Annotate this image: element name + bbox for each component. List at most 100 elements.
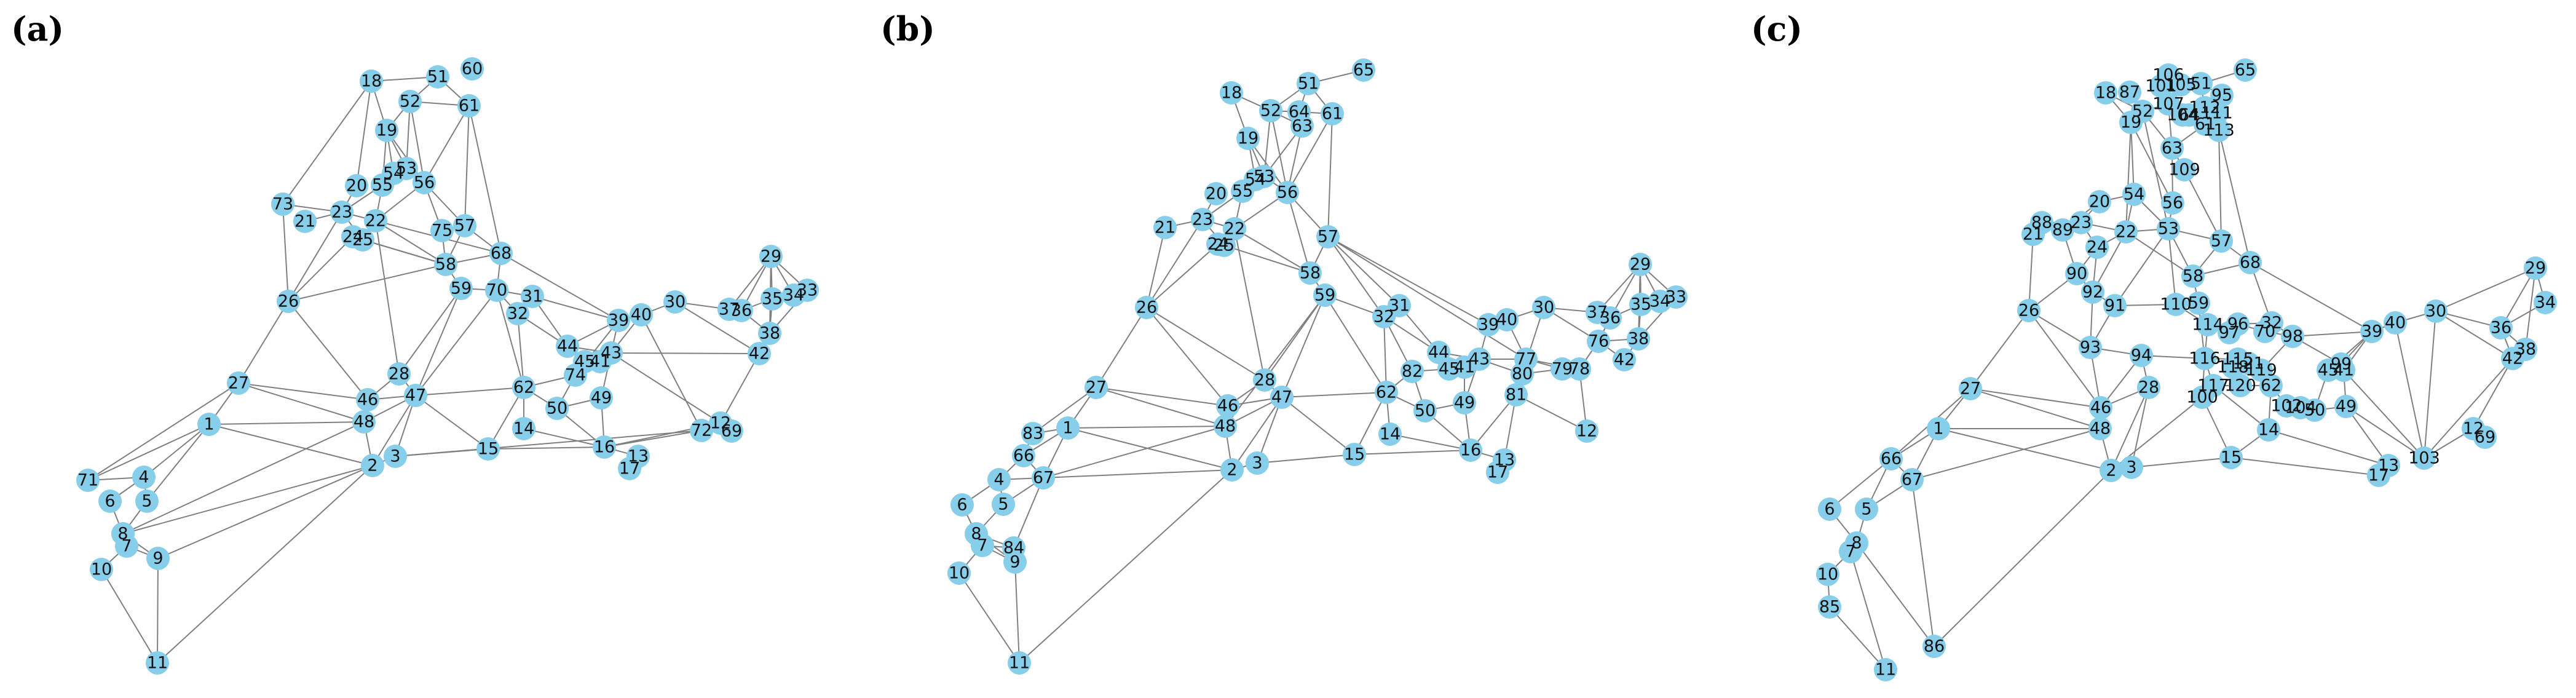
- node-label: 71: [77, 471, 98, 490]
- edge: [1383, 316, 1387, 393]
- node-label: 39: [608, 311, 629, 330]
- node-label: 45: [574, 352, 595, 371]
- node: [1378, 422, 1402, 446]
- edge: [641, 314, 702, 431]
- edge: [1281, 392, 1387, 398]
- node: [1321, 102, 1344, 125]
- edge: [1043, 426, 1226, 478]
- node: [1008, 651, 1031, 675]
- node-label: 36: [2491, 319, 2511, 338]
- node: [2173, 158, 2196, 181]
- node: [76, 469, 100, 492]
- node: [512, 417, 535, 440]
- node-label: 25: [352, 231, 373, 250]
- node: [1459, 438, 1482, 462]
- node-label: 39: [1478, 315, 1499, 335]
- node-label: 47: [1271, 388, 1292, 407]
- node: [1259, 99, 1282, 122]
- node-label: 61: [1322, 105, 1343, 124]
- node: [1401, 360, 1424, 383]
- node-label: 84: [1003, 539, 1024, 558]
- node: [593, 435, 616, 459]
- node-label: 32: [1373, 307, 1394, 327]
- edge: [720, 353, 760, 424]
- node: [460, 57, 484, 81]
- node-label: 34: [2535, 293, 2556, 312]
- node: [2114, 220, 2138, 244]
- node-label: 69: [2475, 428, 2495, 447]
- node-label: 55: [372, 176, 393, 195]
- node-label: 41: [2333, 361, 2354, 380]
- node-label: 51: [2191, 74, 2211, 93]
- edge: [1032, 387, 1097, 434]
- node-label: 6: [957, 496, 967, 515]
- node-label: 75: [432, 221, 452, 240]
- node: [1021, 422, 1045, 445]
- node: [2161, 191, 2184, 215]
- node-label: 58: [2183, 267, 2203, 286]
- edge: [1327, 236, 1400, 306]
- node-label: 104: [2167, 106, 2199, 125]
- node-label: 8: [1851, 534, 1862, 553]
- node-label: 38: [1628, 330, 1649, 349]
- node: [1298, 261, 1322, 285]
- node: [1204, 182, 1228, 205]
- node: [1477, 313, 1500, 336]
- node: [1372, 305, 1396, 328]
- edge: [2343, 370, 2425, 459]
- node: [330, 200, 354, 224]
- node-label: 44: [557, 337, 578, 356]
- edge: [468, 105, 502, 254]
- node: [1003, 550, 1027, 574]
- node-label: 10: [949, 564, 970, 583]
- node-label: 27: [228, 374, 249, 393]
- node-label: 11: [147, 654, 168, 673]
- edge: [523, 428, 605, 448]
- node: [1629, 293, 1653, 316]
- node-label: 7: [1845, 542, 1855, 561]
- node-label: 53: [396, 159, 417, 178]
- node-label: 62: [513, 378, 534, 397]
- node-label: 111: [2201, 104, 2233, 123]
- node: [1056, 416, 1080, 440]
- node: [1613, 348, 1636, 371]
- edge: [1287, 113, 1333, 193]
- node-label: 1: [1062, 419, 1073, 438]
- edge: [517, 313, 524, 388]
- edge: [1014, 561, 1020, 664]
- edge: [2250, 262, 2373, 332]
- node: [2281, 325, 2304, 348]
- edge: [1970, 388, 2101, 408]
- edge: [87, 424, 210, 481]
- node: [1413, 399, 1437, 422]
- edge: [282, 204, 289, 302]
- edge: [610, 352, 760, 354]
- node-label: 48: [2090, 419, 2111, 438]
- node-label: 41: [590, 352, 610, 371]
- node-label: 65: [1353, 61, 1374, 80]
- node: [485, 279, 508, 302]
- node: [1453, 355, 1476, 379]
- edge: [288, 236, 354, 302]
- edge: [1829, 458, 1892, 510]
- node: [2137, 376, 2160, 399]
- node-label: 63: [1292, 117, 1313, 136]
- node: [796, 279, 819, 302]
- node-label: 45: [1439, 360, 1460, 379]
- node: [1532, 296, 1555, 319]
- edge: [1257, 397, 1282, 464]
- node-label: 15: [1344, 445, 1365, 464]
- edge: [1327, 113, 1333, 237]
- edge: [2345, 406, 2425, 459]
- node-label: 11: [1009, 654, 1030, 673]
- node: [730, 299, 753, 322]
- node-label: 9: [1009, 553, 1020, 572]
- node-label: 18: [2095, 84, 2116, 103]
- edge: [375, 220, 446, 265]
- node-label: 31: [522, 287, 543, 306]
- node: [950, 493, 974, 517]
- node-label: 30: [1533, 298, 1554, 317]
- node-label: 67: [1033, 469, 1054, 488]
- node: [1316, 225, 1340, 248]
